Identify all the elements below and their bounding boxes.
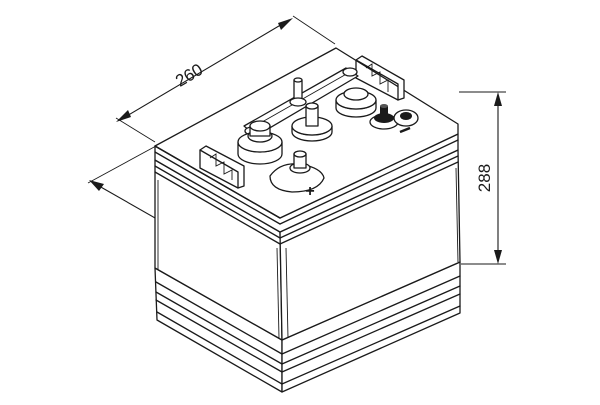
terminal-left	[237, 120, 283, 165]
height-dimension: 288	[459, 91, 506, 265]
terminal-middle	[291, 102, 333, 142]
negative-terminal	[369, 104, 419, 134]
left-handle	[199, 145, 245, 189]
terminal-right	[335, 87, 377, 118]
positive-terminal: +	[269, 150, 325, 200]
vent-post	[289, 77, 307, 107]
height-label: 288	[475, 164, 494, 192]
positive-symbol: +	[305, 183, 314, 200]
right-handle	[355, 55, 405, 101]
